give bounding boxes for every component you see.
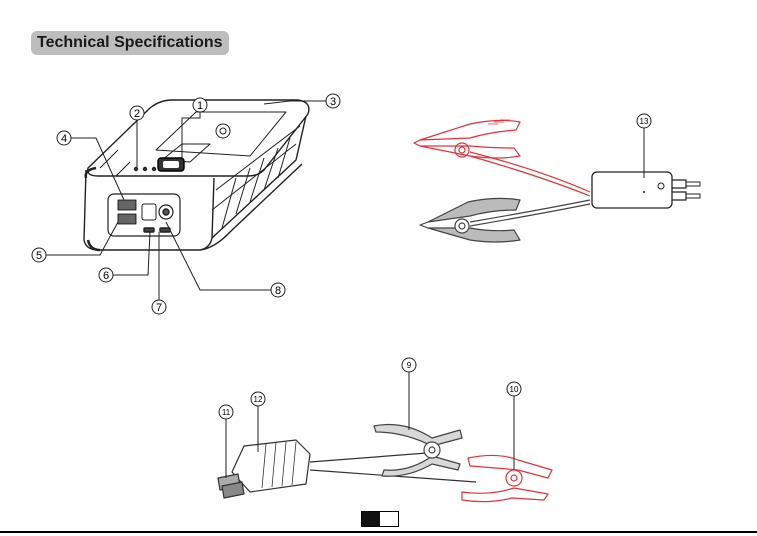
svg-text:5: 5 xyxy=(36,250,42,262)
page-indicator-dark xyxy=(362,512,380,526)
callout-9: 9 xyxy=(402,358,416,372)
jump-starter-unit xyxy=(84,100,309,250)
callout-6: 6 xyxy=(99,268,113,282)
svg-text:7: 7 xyxy=(156,302,162,314)
svg-text:9: 9 xyxy=(407,361,412,370)
svg-text:13: 13 xyxy=(640,117,649,126)
svg-text:1: 1 xyxy=(197,100,203,112)
smart-module xyxy=(592,172,672,208)
callout-3: 3 xyxy=(326,94,340,108)
callout-leaders-unit xyxy=(46,101,326,300)
svg-text:6: 6 xyxy=(103,270,109,282)
page-indicator-light xyxy=(380,512,398,526)
callout-7: 7 xyxy=(152,300,166,314)
callout-12: 12 xyxy=(251,392,265,406)
callout-2: 2 xyxy=(130,106,144,120)
callout-4: 4 xyxy=(57,131,71,145)
black-clamp-upper xyxy=(420,198,590,242)
callout-13: 13 xyxy=(637,114,651,128)
jumper-cable-lower xyxy=(218,372,552,502)
svg-text:10: 10 xyxy=(510,385,519,394)
callout-11: 11 xyxy=(219,405,233,419)
page-indicator xyxy=(361,511,399,527)
svg-text:3: 3 xyxy=(330,96,336,108)
red-clamp-upper xyxy=(414,120,590,196)
callout-10: 10 xyxy=(507,382,521,396)
callout-8: 8 xyxy=(271,283,285,297)
callout-1: 1 xyxy=(193,98,207,112)
smart-jumper-cable xyxy=(414,120,700,242)
svg-text:8: 8 xyxy=(275,285,281,297)
svg-text:11: 11 xyxy=(222,408,231,417)
red-clamp-lower xyxy=(462,455,552,501)
callout-5: 5 xyxy=(32,248,46,262)
bottom-rule xyxy=(0,531,757,533)
svg-text:2: 2 xyxy=(134,108,140,120)
gray-clamp-lower xyxy=(374,425,462,477)
svg-text:12: 12 xyxy=(254,395,263,404)
svg-text:4: 4 xyxy=(61,133,67,145)
